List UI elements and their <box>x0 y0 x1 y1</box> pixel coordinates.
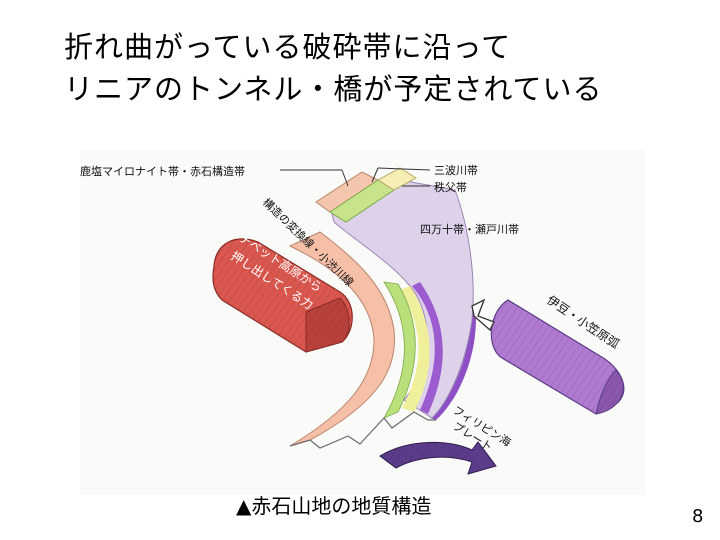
label-shimanto: 四万十帯・瀬戸川帯 <box>420 222 519 236</box>
philippine-plate-arrow <box>379 441 497 475</box>
slide-title: 折れ曲がっている破砕帯に沿って リニアのトンネル・橋が予定されている <box>64 26 704 110</box>
tibet-block <box>212 238 353 353</box>
figure-caption: ▲赤石山地の地質構造 <box>236 494 432 518</box>
label-kashio: 鹿塩マイロナイト帯・赤石構造帯 <box>80 164 245 178</box>
band-green <box>383 281 416 419</box>
title-line-1: 折れ曲がっている破砕帯に沿って <box>64 30 512 64</box>
band-purple-stripe <box>412 282 443 414</box>
band-bottom-edges <box>289 411 436 449</box>
leader-sanbagawa <box>377 167 431 171</box>
block-top-pale <box>377 167 417 191</box>
title-line-2: リニアのトンネル・橋が予定されている <box>64 72 603 106</box>
push-arrow <box>471 298 495 332</box>
page-number: 8 <box>692 506 704 527</box>
label-chichibu: 秩父帯 <box>434 181 467 194</box>
band-yellow <box>400 286 430 412</box>
izu-block <box>490 299 625 415</box>
label-sanbagawa: 三波川帯 <box>434 164 478 177</box>
leader-kashio-down <box>341 169 349 187</box>
leader-sanbagawa-down <box>371 167 379 183</box>
